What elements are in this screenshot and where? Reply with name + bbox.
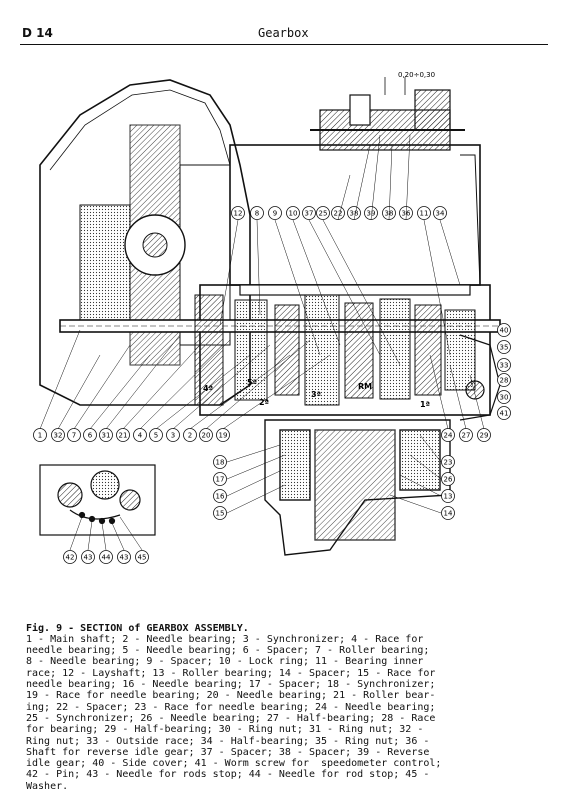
callout-bottom-label-6: 21: [119, 432, 128, 440]
callout-inset-label-2: 43: [84, 554, 93, 562]
callout-left-label-3: 16: [216, 493, 225, 501]
callout-right-label-5: 30: [500, 394, 509, 402]
lower-right-leader-lines: [389, 434, 442, 514]
callout-top-label-13: 34: [436, 210, 445, 218]
clearance-note: 0,20÷0,30: [398, 71, 435, 79]
callout-top-12: [417, 206, 431, 220]
inset-leader-lines: [69, 516, 143, 551]
callout-inset-label-4: 43: [120, 554, 129, 562]
callout-lower-right-label-1: 23: [444, 459, 453, 467]
callout-top-label-10: 38: [385, 210, 394, 218]
callout-bottom-label-14: 27: [462, 432, 471, 440]
callout-bottom-label-4: 6: [88, 432, 93, 440]
callout-top-6: [316, 206, 330, 220]
figure-caption: Fig. 9 - SECTION of GEARBOX ASSEMBLY.1 -…: [26, 600, 546, 792]
caption-title: Fig. 9 - SECTION of GEARBOX ASSEMBLY.: [26, 622, 249, 634]
callout-bottom-label-1: 1: [38, 432, 42, 440]
callout-inset-label-3: 44: [102, 554, 111, 562]
caption-legend: 1 - Main shaft; 2 - Needle bearing; 3 - …: [26, 633, 442, 792]
callout-right-label-6: 41: [500, 410, 509, 418]
callout-right-label-3: 28: [500, 377, 509, 385]
page-number: D 14: [22, 26, 53, 40]
gear-mark-1st: 1ª: [420, 400, 430, 409]
gear-mark-5th: 5ª: [247, 378, 257, 387]
gear-cluster: [194, 294, 476, 406]
gearbox-drawing-svg: 0,20÷0,30: [33, 71, 511, 564]
inset-callouts: [63, 550, 149, 564]
callout-top-1: [231, 206, 245, 220]
lower-right-callouts: [441, 455, 455, 520]
callout-right-label-2: 35: [500, 344, 509, 352]
callout-bottom-label-3: 7: [72, 432, 76, 440]
callout-bottom-label-2: 32: [54, 432, 63, 440]
callout-top-label-1: 12: [234, 210, 243, 218]
callout-top-label-7: 22: [334, 210, 343, 218]
callout-right-label-1: 40: [500, 327, 509, 335]
callout-left-label-1: 18: [216, 459, 225, 467]
right-callouts: [497, 323, 511, 420]
callout-top-label-12: 11: [420, 210, 429, 218]
gear-mark-reverse: RM: [358, 382, 372, 391]
callout-bottom-label-8: 5: [154, 432, 158, 440]
callout-inset-label-1: 42: [66, 554, 75, 562]
callout-lower-right-label-2: 26: [444, 476, 453, 484]
callout-top-3: [268, 206, 282, 220]
inset-detail: [39, 464, 156, 536]
callout-top-label-2: 8: [255, 210, 259, 218]
callout-bottom-label-5: 31: [102, 432, 111, 440]
bottom-leader-lines: [39, 329, 485, 430]
reverse-idle-assembly: [310, 77, 465, 151]
callout-bottom-label-9: 3: [171, 432, 175, 440]
callout-bottom-label-10: 2: [188, 432, 192, 440]
left-leader-lines: [226, 444, 286, 514]
left-callouts: [213, 455, 227, 520]
gearbox-section-drawing: 0,20÷0,30: [20, 55, 548, 575]
callout-top-label-3: 9: [273, 210, 277, 218]
gear-mark-3rd: 3ª: [311, 390, 321, 399]
gear-mark-2nd: 2ª: [259, 398, 269, 407]
callout-bottom-label-15: 29: [480, 432, 489, 440]
callout-top-2: [250, 206, 264, 220]
callout-bottom-label-11: 20: [202, 432, 211, 440]
top-callouts: [231, 206, 447, 220]
callout-top-4: [286, 206, 300, 220]
page-header: D 14 Gearbox: [20, 24, 548, 45]
callout-lower-right-label-3: 13: [444, 493, 453, 501]
callout-top-label-9: 39: [367, 210, 376, 218]
callout-left-label-4: 15: [216, 510, 225, 518]
bottom-callouts: [33, 428, 491, 442]
bell-housing: [39, 79, 251, 406]
callout-top-label-8: 38: [350, 210, 359, 218]
callout-top-13: [433, 206, 447, 220]
callout-bottom-label-12: 19: [219, 432, 228, 440]
callout-top-label-5: 37: [305, 210, 314, 218]
callout-top-label-4: 10: [289, 210, 298, 218]
callout-top-label-6: 25: [319, 210, 328, 218]
callout-top-5: [302, 206, 316, 220]
section-title: Gearbox: [258, 26, 309, 40]
callout-bottom-label-7: 4: [138, 432, 143, 440]
callout-left-label-2: 17: [216, 476, 225, 484]
callout-bottom-label-13: 24: [444, 432, 453, 440]
callout-lower-right-label-4: 14: [444, 510, 453, 518]
callout-right-label-4: 33: [500, 362, 509, 370]
gear-mark-4th: 4ª: [203, 384, 213, 393]
top-leader-lines: [219, 134, 461, 366]
lower-housing: [264, 419, 451, 556]
callout-inset-label-5: 45: [138, 554, 147, 562]
